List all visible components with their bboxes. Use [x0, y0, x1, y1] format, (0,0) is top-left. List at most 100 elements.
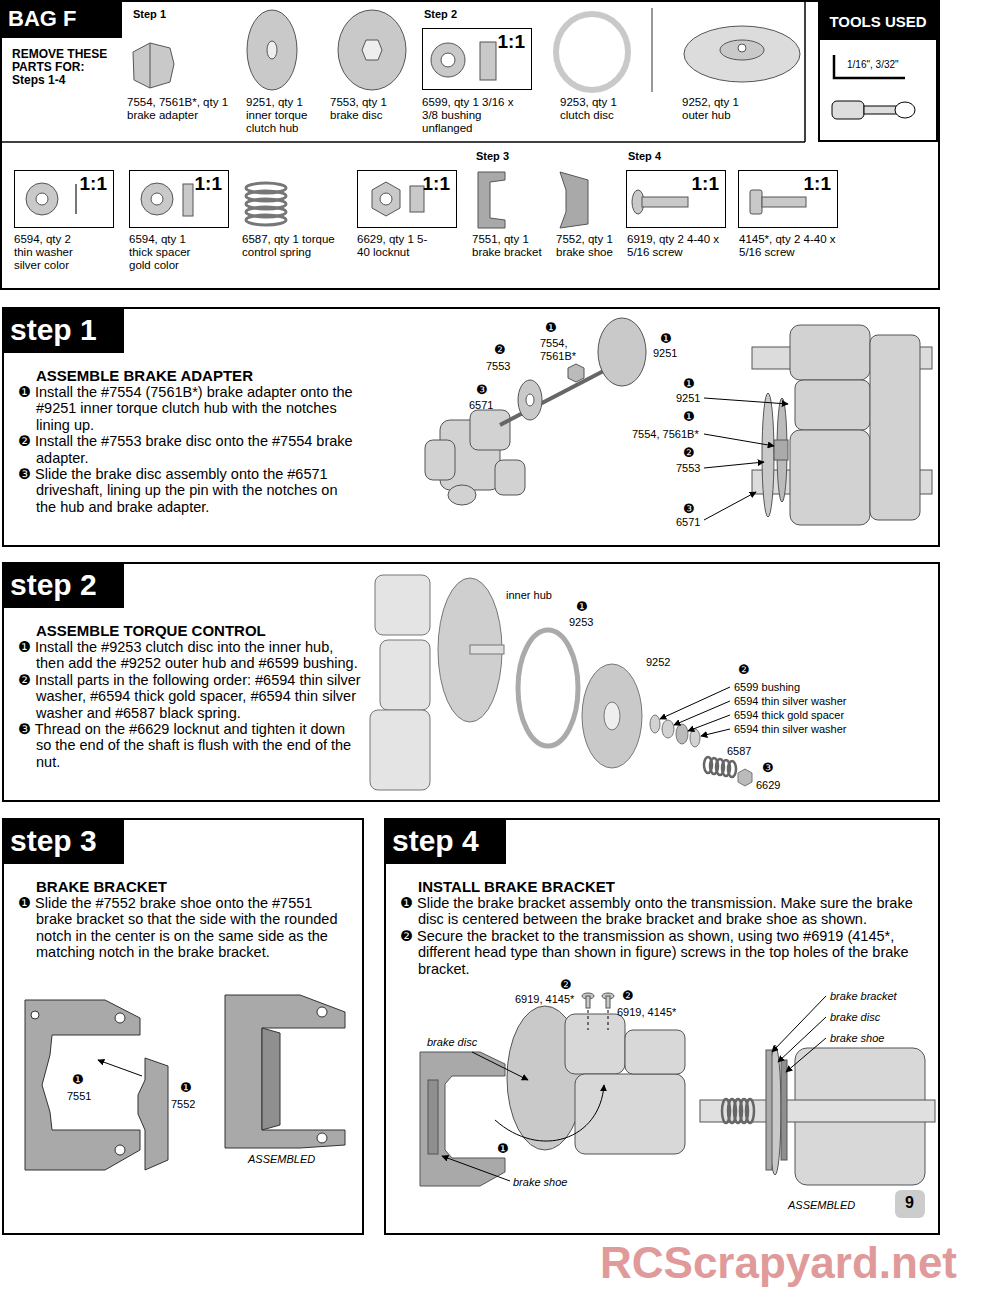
transmission-illustration — [762, 393, 774, 517]
transmission-illustration — [495, 460, 525, 495]
scale-box: 1:1 — [422, 28, 532, 90]
callout-number: ❶ — [683, 377, 695, 392]
step-marker: Step 4 — [628, 150, 661, 163]
part-illustration — [26, 183, 58, 215]
leader-arrow — [674, 701, 730, 725]
part-number: 6594 thick gold spacer — [734, 709, 844, 722]
step-tab: step 1 — [2, 307, 124, 353]
install-illustration — [575, 1074, 685, 1154]
figure-note: brake shoe — [830, 1032, 884, 1045]
part-number: 6571 — [469, 399, 493, 412]
part-caption: 4145*, qty 2 4-40 x 5/16 screw — [739, 233, 839, 259]
torque-control-illustration — [370, 710, 430, 790]
part-illustration — [441, 53, 455, 67]
install-illustration — [606, 996, 610, 1008]
step-heading: INSTALL BRAKE BRACKET — [400, 878, 927, 895]
step-panel: step 1 ASSEMBLE BRAKE ADAPTER❶ Install th… — [2, 307, 940, 547]
part-number: inner hub — [506, 589, 552, 602]
part-caption: 6919, qty 2 4-40 x 5/16 screw — [627, 233, 727, 259]
scale-mark: 1:1 — [498, 31, 525, 53]
part-number: 6571 — [676, 516, 700, 529]
part-caption: 6594, qty 2 thin washer silver color — [14, 233, 89, 273]
step-body: ASSEMBLE BRAKE ADAPTER❶ Install the #755… — [18, 367, 358, 515]
tools-box: TOOLS USED1/16", 3/32" — [818, 2, 938, 142]
scale-mark: 1:1 — [195, 173, 222, 195]
leader-arrow — [688, 715, 730, 731]
instruction-text: ❷ Secure the bracket to the transmission… — [400, 928, 927, 977]
bracket-illustration — [138, 1058, 168, 1170]
part-illustration — [738, 44, 746, 52]
torque-control-illustration — [604, 702, 620, 730]
transmission-illustration — [870, 335, 920, 520]
scale-box: 1:1 — [626, 170, 726, 228]
torque-control-illustration — [676, 724, 688, 744]
step-tab: step 4 — [384, 818, 506, 864]
part-number: 6919, 4145* — [515, 993, 574, 1006]
install-illustration — [420, 993, 935, 1218]
part-illustration — [478, 172, 505, 228]
part-illustration — [150, 43, 151, 88]
leader-arrow — [701, 729, 730, 736]
scale-box: 1:1 — [129, 170, 229, 228]
part-illustration — [36, 193, 48, 205]
leader-arrow — [442, 1156, 510, 1181]
transmission-illustration — [598, 318, 646, 386]
part-caption: 6587, qty 1 torque control spring — [242, 233, 350, 259]
tool-illustration — [895, 102, 915, 118]
part-caption: 7551, qty 1 brake bracket — [472, 233, 552, 259]
scale-mark: 1:1 — [692, 173, 719, 195]
guide-line — [588, 1010, 608, 1030]
instruction-text: ❶ Install the #9253 clutch disc into the… — [18, 639, 363, 672]
guide-line — [588, 1010, 589, 1030]
part-caption: 7553, qty 1 brake disc — [330, 96, 405, 122]
instruction-text: ❸ Slide the brake disc assembly onto the… — [18, 466, 358, 515]
leader-arrow — [704, 492, 756, 520]
part-illustration — [380, 193, 392, 205]
bracket-illustration — [225, 995, 345, 1148]
instruction-text: ❶ Slide the brake bracket assembly onto … — [400, 895, 927, 928]
callout-number: ❶ — [683, 410, 695, 425]
callout-number: ❶ — [576, 600, 588, 615]
part-caption: 6629, qty 1 5-40 locknut — [357, 233, 432, 259]
part-caption: 9251, qty 1 inner torque clutch hub — [246, 96, 321, 136]
callout-number: ❸ — [762, 761, 774, 776]
callout-number: ❷ — [494, 343, 506, 358]
panel-divider — [804, 2, 806, 142]
part-caption: 6599, qty 1 3/16 x 3/8 bushing unflanged — [422, 96, 522, 136]
part-number: 6629 — [756, 779, 780, 792]
part-illustration — [720, 40, 764, 60]
transmission-illustration — [518, 380, 542, 420]
callout-number: ❸ — [476, 383, 488, 398]
part-illustration — [141, 183, 173, 215]
bracket-illustration — [317, 1007, 327, 1017]
transmission-illustration — [568, 364, 584, 382]
part-illustration — [556, 14, 628, 90]
step-body: ASSEMBLE TORQUE CONTROL❶ Install the #92… — [18, 622, 363, 770]
part-illustration — [151, 193, 163, 205]
install-illustration — [781, 1060, 787, 1160]
leader-arrow — [704, 398, 788, 404]
part-number: 7554, 7561B* — [540, 337, 580, 362]
scale-box: 1:1 — [357, 170, 457, 228]
part-caption: 9252, qty 1 outer hub — [682, 96, 757, 122]
part-illustration — [247, 10, 297, 90]
leader-arrow — [704, 398, 788, 520]
leader-arrow — [472, 1052, 528, 1080]
section-tab: BAG F — [0, 0, 122, 38]
step-panel: step 3 BRAKE BRACKET❶ Slide the #7552 bra… — [2, 818, 364, 1235]
torque-control-illustration — [375, 575, 430, 635]
install-illustration — [420, 1052, 505, 1186]
spring-illustration — [728, 761, 736, 777]
torque-control-illustration — [380, 640, 430, 710]
torque-control-illustration — [470, 645, 504, 654]
transmission-illustration — [774, 440, 788, 460]
step-body: BRAKE BRACKET❶ Slide the #7552 brake sho… — [18, 878, 348, 961]
bracket-illustration — [31, 1011, 39, 1019]
figure-note: brake disc — [427, 1036, 477, 1049]
step-tab: step 3 — [2, 818, 124, 864]
part-caption: 9253, qty 1 clutch disc — [560, 96, 635, 122]
leader-arrow — [778, 1017, 826, 1062]
part-number: 9252 — [646, 656, 670, 669]
tool-size: 1/16", 3/32" — [847, 59, 899, 70]
